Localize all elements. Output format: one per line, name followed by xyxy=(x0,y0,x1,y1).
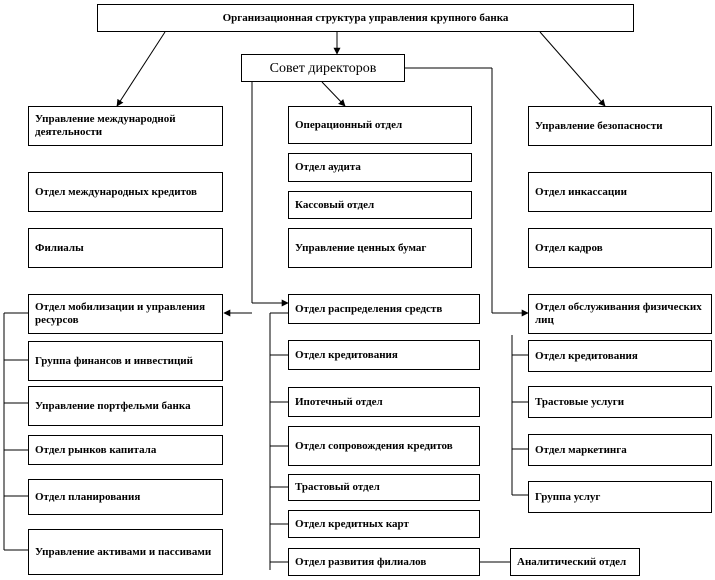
left-lower-box-3: Отдел планирования xyxy=(28,479,223,515)
center-upper-label-0: Операционный отдел xyxy=(295,118,403,131)
right-lower-box-2: Отдел маркетинга xyxy=(528,434,712,466)
center-upper-label-2: Кассовый отдел xyxy=(295,198,375,211)
right-lower-head-box: Отдел обслуживания физических лиц xyxy=(528,294,712,334)
right-upper-label-2: Отдел кадров xyxy=(535,241,603,254)
right-lower-label-1: Трастовые услуги xyxy=(535,395,625,408)
right-upper-box-0: Управление безопасности xyxy=(528,106,712,146)
right-lower-box-1: Трастовые услуги xyxy=(528,386,712,418)
center-lower-label-1: Ипотечный отдел xyxy=(295,395,383,408)
center-upper-box-0: Операционный отдел xyxy=(288,106,472,144)
center-lower-box-5: Отдел развития филиалов xyxy=(288,548,480,576)
center-lower-label-3: Трастовый отдел xyxy=(295,481,380,493)
left-upper-label-0: Управление международной деятельности xyxy=(35,113,176,138)
arrow-title-right xyxy=(539,31,606,107)
left-lower-box-1: Управление портфельми банка xyxy=(28,386,223,426)
right-upper-label-1: Отдел инкассации xyxy=(535,185,627,198)
center-upper-label-1: Отдел аудита xyxy=(295,161,361,173)
board-of-directors-label: Совет директоров xyxy=(269,60,377,76)
center-upper-box-2: Кассовый отдел xyxy=(288,191,472,219)
center-lower-label-5: Отдел развития филиалов xyxy=(295,555,427,568)
left-lower-head-box: Отдел мобилизации и управления ресурсов xyxy=(28,294,223,334)
center-upper-label-3: Управление ценных бумаг xyxy=(295,241,427,254)
left-lower-label-3: Отдел планирования xyxy=(35,490,141,503)
left-upper-label-1: Отдел международных кредитов xyxy=(35,185,197,198)
right-lower-head-label: Отдел обслуживания физических лиц xyxy=(535,301,702,326)
center-upper-box-1: Отдел аудита xyxy=(288,153,472,182)
right-upper-box-2: Отдел кадров xyxy=(528,228,712,268)
diagram-title-box: Организационная структура управления кру… xyxy=(97,4,634,32)
right-lower-label-3: Группа услуг xyxy=(535,490,601,503)
right-upper-box-1: Отдел инкассации xyxy=(528,172,712,212)
right-lower-box-3: Группа услуг xyxy=(528,481,712,513)
left-upper-box-0: Управление международной деятельности xyxy=(28,106,223,146)
arrow-board-operational xyxy=(321,81,346,107)
left-lower-label-0: Группа финансов и инвестиций xyxy=(35,354,193,367)
left-lower-box-4: Управление активами и пассивами xyxy=(28,529,223,575)
board-of-directors-box: Совет директоров xyxy=(241,54,405,82)
right-lower-label-2: Отдел маркетинга xyxy=(535,443,627,456)
left-lower-label-2: Отдел рынков капитала xyxy=(35,443,157,456)
left-lower-box-0: Группа финансов и инвестиций xyxy=(28,341,223,381)
center-lower-head-box: Отдел распределения средств xyxy=(288,294,480,324)
center-lower-label-0: Отдел кредитования xyxy=(295,348,398,361)
analytic-box: Аналитический отдел xyxy=(510,548,640,576)
right-upper-label-0: Управление безопасности xyxy=(535,119,663,132)
center-lower-head-label: Отдел распределения средств xyxy=(295,302,443,315)
left-lower-head-label: Отдел мобилизации и управления ресурсов xyxy=(35,301,206,326)
left-upper-box-2: Филиалы xyxy=(28,228,223,268)
left-lower-label-1: Управление портфельми банка xyxy=(35,399,191,412)
center-upper-box-3: Управление ценных бумаг xyxy=(288,228,472,268)
center-lower-box-3: Трастовый отдел xyxy=(288,474,480,501)
right-lower-box-0: Отдел кредитования xyxy=(528,340,712,372)
center-lower-label-4: Отдел кредитных карт xyxy=(295,517,409,530)
diagram-title: Организационная структура управления кру… xyxy=(222,11,509,24)
center-lower-box-0: Отдел кредитования xyxy=(288,340,480,370)
center-lower-box-2: Отдел сопровождения кредитов xyxy=(288,426,480,466)
left-lower-label-4: Управление активами и пассивами xyxy=(35,545,212,558)
center-lower-box-1: Ипотечный отдел xyxy=(288,387,480,417)
left-upper-label-2: Филиалы xyxy=(35,241,84,254)
left-lower-box-2: Отдел рынков капитала xyxy=(28,435,223,465)
analytic-label: Аналитический отдел xyxy=(517,555,627,568)
center-lower-label-2: Отдел сопровождения кредитов xyxy=(295,439,453,452)
left-upper-box-1: Отдел международных кредитов xyxy=(28,172,223,212)
arrow-title-left xyxy=(116,31,166,107)
center-lower-box-4: Отдел кредитных карт xyxy=(288,510,480,538)
right-lower-label-0: Отдел кредитования xyxy=(535,349,638,362)
